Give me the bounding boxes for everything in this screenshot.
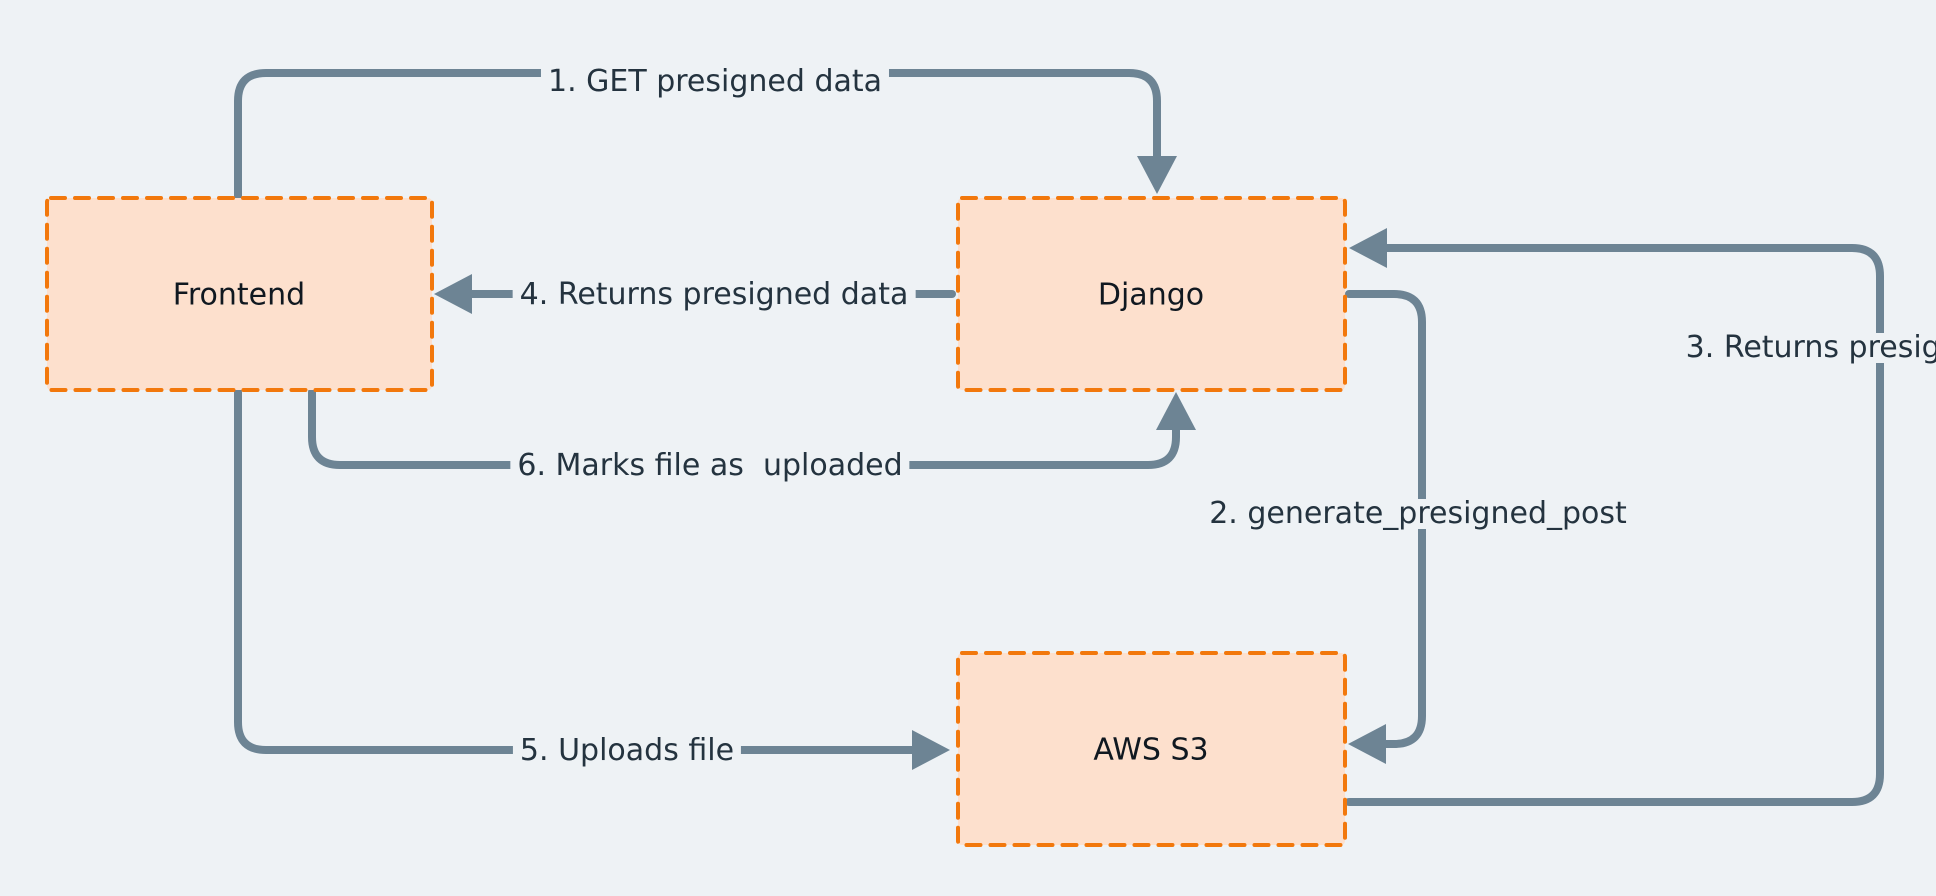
node-django[interactable]: Django <box>956 196 1347 392</box>
edge-5-arrowhead <box>912 730 950 770</box>
edge-3-arrowhead <box>1349 228 1387 268</box>
node-frontend-box <box>45 196 434 392</box>
edge-1-get-presigned-data[interactable] <box>234 69 1177 200</box>
edge-4-returns-presigned-data[interactable] <box>434 274 956 314</box>
edge-5-uploads-file[interactable] <box>234 388 950 770</box>
edge-3-returns-presigned-data[interactable] <box>1345 228 1884 806</box>
edge-6-path <box>308 388 1180 469</box>
node-django-label: Django <box>1098 278 1204 313</box>
edge-6-arrowhead <box>1156 392 1196 430</box>
node-aws-s3-label: AWS S3 <box>1093 733 1208 768</box>
node-frontend[interactable]: Frontend <box>45 196 434 392</box>
edge-6-marks-file-as-uploaded[interactable] <box>308 388 1196 469</box>
node-aws-s3[interactable]: AWS S3 <box>956 651 1347 847</box>
edge-4-arrowhead <box>434 274 472 314</box>
node-aws-s3-box <box>956 651 1347 847</box>
edge-1-path <box>234 69 1161 200</box>
edge-3-path <box>1345 244 1884 806</box>
edge-1-arrowhead <box>1137 156 1177 194</box>
nodes: Frontend Django AWS S3 <box>45 196 1347 847</box>
edge-2-generate-presigned-post[interactable] <box>1345 290 1426 764</box>
node-frontend-label: Frontend <box>173 278 305 313</box>
node-django-box <box>956 196 1347 392</box>
edge-5-path <box>234 388 918 754</box>
edge-2-path <box>1345 290 1426 748</box>
edge-2-arrowhead <box>1348 724 1386 764</box>
